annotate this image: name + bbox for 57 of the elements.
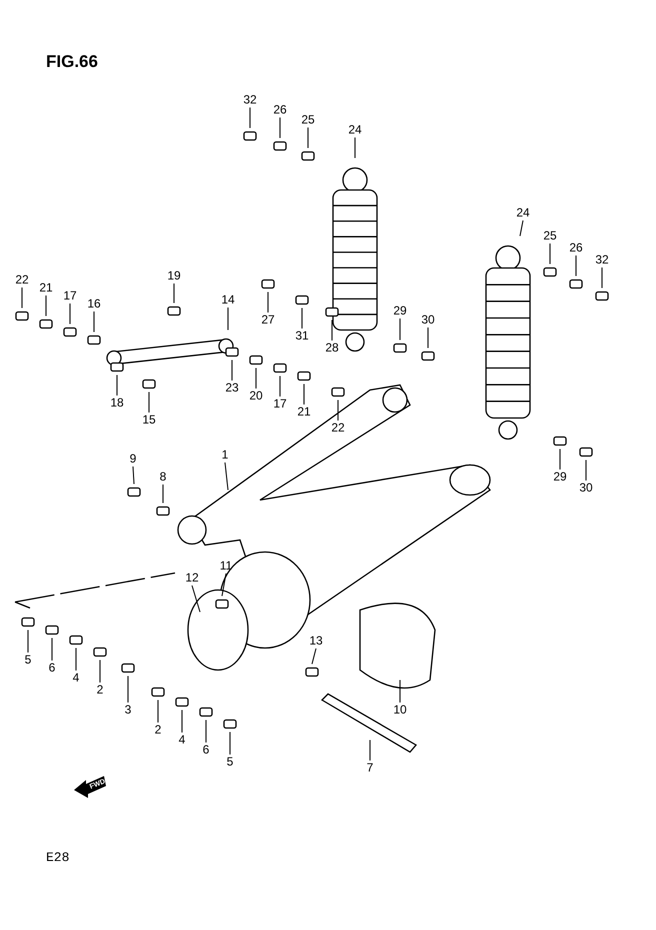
callout-number: 25	[301, 114, 315, 126]
callout-number: 25	[543, 230, 557, 242]
callout-number: 24	[348, 124, 362, 136]
figure-title: FIG.66	[46, 52, 98, 72]
callout-number: 21	[297, 406, 311, 418]
callout-number: 31	[295, 330, 309, 342]
leader-line	[192, 585, 200, 612]
callout-number: 22	[331, 422, 345, 434]
callout-number: 5	[226, 756, 234, 768]
callout-number: 28	[325, 342, 339, 354]
callout-number: 21	[39, 282, 53, 294]
callout-number: 32	[243, 94, 257, 106]
callout-number: 27	[261, 314, 275, 326]
leader-line	[148, 392, 150, 413]
callout-number: 12	[185, 572, 199, 584]
callout-number: 18	[110, 396, 124, 410]
leader-line	[222, 573, 226, 596]
callout-number: 2	[154, 724, 162, 736]
callout-number: 29	[553, 470, 567, 484]
callout-number: 23	[225, 382, 239, 394]
callout-number: 24	[516, 206, 530, 220]
callout-number: 10	[393, 704, 407, 716]
leader-line	[116, 374, 118, 396]
callout-number: 4	[72, 672, 80, 684]
callout-number: 11	[220, 560, 232, 572]
leader-line	[312, 648, 316, 664]
callout-number: 8	[160, 470, 166, 484]
callout-number: 7	[366, 762, 374, 774]
callout-number: 19	[167, 270, 181, 282]
model-code: E28	[46, 850, 70, 865]
callout-number: 22	[15, 274, 29, 286]
callout-number: 15	[142, 414, 156, 426]
callout-number: 30	[579, 482, 593, 494]
callout-number: 32	[595, 254, 609, 266]
callout-number: 5	[24, 654, 32, 666]
callout-number: 20	[249, 390, 263, 402]
leader-line	[132, 466, 134, 484]
callout-number: 1	[222, 448, 228, 462]
callout-number: 6	[202, 744, 210, 756]
callout-number: 2	[96, 684, 104, 696]
leader-line	[354, 137, 356, 158]
callout-number: 26	[273, 104, 287, 116]
leader-line	[520, 220, 524, 236]
callout-number: 6	[48, 662, 56, 674]
callout-number: 17	[63, 290, 77, 302]
callout-number: 13	[309, 634, 323, 648]
callout-number: 14	[221, 294, 235, 306]
callout-number: 3	[124, 704, 132, 716]
leader-line	[162, 484, 164, 504]
callout-number: 26	[569, 242, 583, 254]
leader-line	[224, 462, 228, 490]
callout-number: 4	[178, 734, 186, 746]
callout-number: 17	[273, 398, 287, 410]
callout-number: 9	[130, 452, 136, 466]
callout-number: 30	[421, 314, 435, 326]
callout-number: 29	[393, 304, 407, 318]
callout-number: 16	[87, 298, 101, 310]
